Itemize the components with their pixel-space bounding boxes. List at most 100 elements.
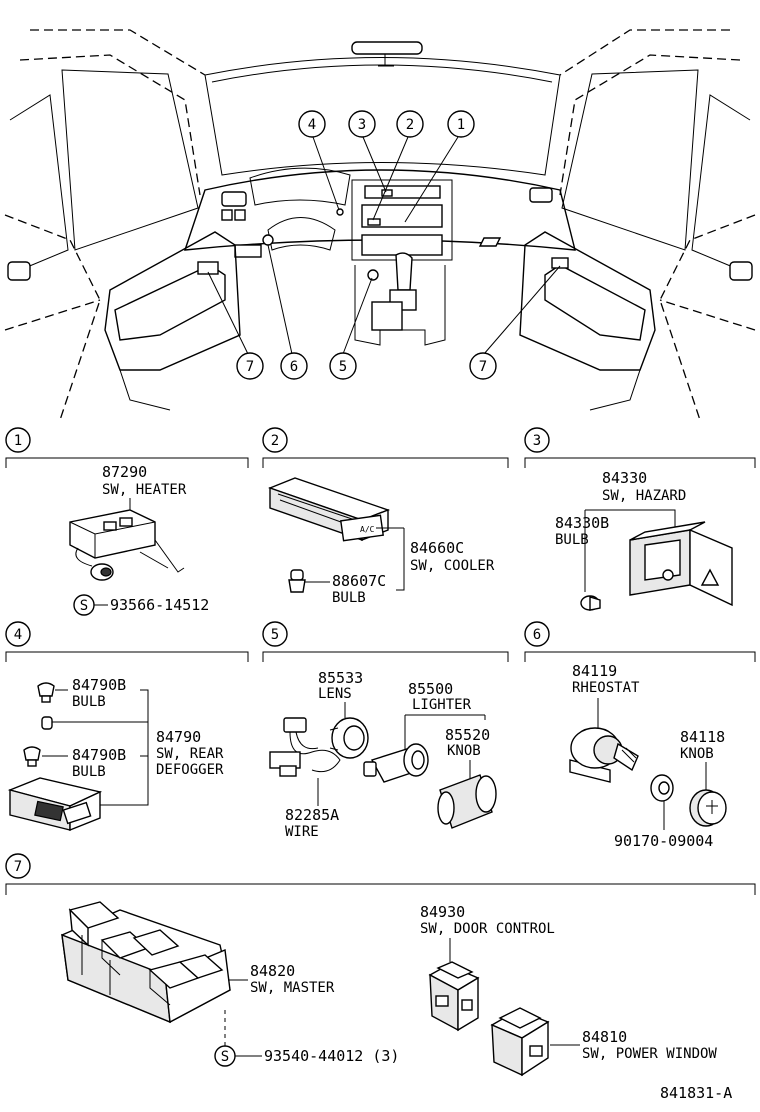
lens-part-no: 85533	[318, 669, 363, 687]
right-a-pillar	[559, 29, 730, 76]
callout-2: 2	[396, 110, 424, 138]
hazard-switch-name: SW, HAZARD	[602, 488, 686, 504]
callout-1-label: 1	[457, 117, 465, 133]
right-rear-window	[691, 94, 751, 271]
right-window-switch-spot	[551, 257, 569, 269]
defog-bulb-1-part-no: 84790B	[72, 676, 126, 694]
callout-1: 1	[447, 110, 475, 138]
callout-3-label: 3	[358, 117, 366, 133]
master-switch-part-no: 84820	[250, 962, 295, 980]
leader-7-right	[483, 265, 561, 355]
spacer-part-no: 90170-09004	[614, 832, 713, 850]
defogger-switch-name-2: DEFOGGER	[156, 762, 224, 778]
wire-name: WIRE	[285, 824, 319, 840]
rheostat-knob-part-no: 84118	[680, 728, 725, 746]
heater-screw-part-no: 93566-14512	[110, 596, 209, 614]
section-6-label: 6	[533, 627, 541, 643]
callout-7-right-label: 7	[479, 359, 487, 375]
rheostat-knob-name: KNOB	[680, 746, 714, 762]
section-2-label: 2	[271, 433, 279, 449]
left-door-window	[61, 69, 199, 251]
lighter-wire-drawing	[269, 717, 341, 777]
heater-controls	[361, 204, 443, 228]
right-door-bottom	[589, 369, 641, 411]
cooler-switch-name: SW, COOLER	[410, 558, 495, 574]
leader-4	[312, 136, 340, 211]
left-switch-b	[234, 209, 246, 221]
callout-4-label: 4	[308, 117, 316, 133]
defogger-switch-part-no: 84790	[156, 728, 201, 746]
cooler-switch-drawing: A/C	[268, 477, 404, 542]
right-side-pocket	[729, 261, 753, 281]
left-door-panel	[104, 231, 241, 371]
hazard-bulb-part-no: 84330B	[555, 514, 609, 532]
right-body-dashed	[659, 214, 756, 421]
callout-3: 3	[348, 110, 376, 138]
callout-2-label: 2	[406, 117, 414, 133]
center-vents	[364, 185, 441, 199]
callout-7-right: 7	[469, 352, 497, 380]
left-rear-window	[9, 94, 69, 271]
master-switch-drawing	[61, 901, 231, 1024]
section-3: 3 84330 SW, HAZARD 84330B BULB	[524, 427, 756, 611]
section-2-bracket	[262, 457, 509, 468]
lens-name: LENS	[318, 686, 352, 702]
left-armrest	[114, 264, 226, 341]
rear-view-mirror	[351, 41, 423, 55]
cooler-switch-part-no: 84660C	[410, 539, 464, 557]
lighter-knob-drawing	[437, 774, 497, 829]
section-7-label: 7	[14, 859, 22, 875]
audio-unit	[361, 234, 443, 256]
right-vent	[529, 187, 553, 203]
section-4: 4 84790B BULB 84790B BULB 84790 SW, REAR…	[5, 621, 249, 832]
leader-1	[404, 136, 459, 223]
right-floor-dashed	[659, 299, 756, 331]
section-7-screw-mark: S	[221, 1049, 229, 1065]
knob-part-no: 85520	[445, 726, 490, 744]
section-2: 2 A/C 84660C SW, COOLER 88607C BULB	[262, 427, 509, 606]
door-control-part-no: 84930	[420, 903, 465, 921]
cooler-switch-spot	[367, 218, 381, 226]
section-1-screw-mark: S	[80, 598, 88, 614]
cooler-bulb-drawing	[288, 569, 306, 593]
section-3-label: 3	[533, 433, 541, 449]
spacer-drawing	[650, 774, 674, 802]
section-5: 5 85533 LENS 85500 LIGHTER 85520 KNOB	[262, 621, 509, 840]
power-window-switch-drawing	[490, 1007, 550, 1077]
hazard-bulb-name: BULB	[555, 532, 589, 548]
lighter-spot	[367, 269, 379, 281]
hazard-bulb-drawing	[580, 595, 601, 611]
defog-bulb-1-drawing	[37, 682, 55, 703]
callout-7-left: 7	[236, 352, 264, 380]
defog-bulb-2-part-no: 84790B	[72, 746, 126, 764]
heater-switch-part-no: 87290	[102, 463, 147, 481]
heater-switch-name: SW, HEATER	[102, 482, 187, 498]
glovebox-latch	[478, 237, 502, 247]
section-5-bracket	[262, 651, 509, 662]
door-control-switch-drawing	[428, 961, 480, 1032]
leader-3	[362, 136, 387, 193]
figure-id: 841831-A	[660, 1084, 732, 1102]
power-window-name: SW, POWER WINDOW	[582, 1046, 717, 1062]
callout-6: 6	[280, 352, 308, 380]
master-screw-part-no: 93540-44012 (3)	[264, 1047, 399, 1065]
left-lower-panel	[234, 244, 262, 258]
rheostat-name: RHEOSTAT	[572, 680, 640, 696]
defogger-switch-spot	[336, 208, 344, 216]
right-door-panel	[519, 231, 656, 371]
section-4-bracket	[5, 651, 249, 662]
defog-bulb-2-drawing	[23, 746, 41, 767]
defog-bulb-1-name: BULB	[72, 694, 106, 710]
knob-name: KNOB	[447, 743, 481, 759]
windshield-inner	[211, 64, 553, 83]
lighter-socket-drawing	[363, 743, 429, 783]
heater-switch-drawing	[69, 509, 185, 581]
section-1: 1 87290 SW, HEATER S 93566-14512	[5, 427, 249, 616]
rheostat-spot	[262, 234, 274, 246]
windshield-outline	[204, 57, 561, 176]
section-6: 6 84119 RHEOSTAT 84118 KNOB 90170-09004	[524, 621, 756, 850]
callout-5-label: 5	[339, 359, 347, 375]
wire-part-no: 82285A	[285, 806, 339, 824]
rheostat-part-no: 84119	[572, 662, 617, 680]
lens-drawing	[329, 717, 369, 759]
